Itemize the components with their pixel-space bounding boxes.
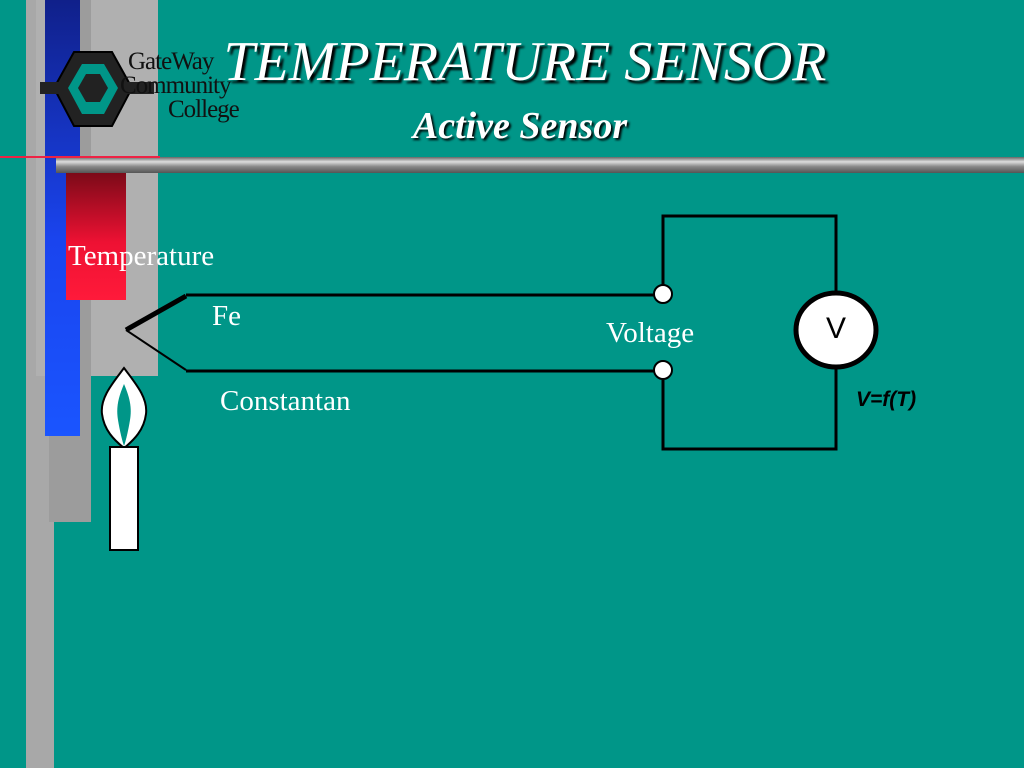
- formula-label: V=f(T): [856, 388, 917, 411]
- flame-core-icon: [117, 384, 131, 446]
- temperature-label: Temperature: [68, 240, 215, 272]
- meter-loop-bottom: [661, 366, 838, 451]
- terminal-bottom: [653, 360, 673, 380]
- terminal-top: [653, 284, 673, 304]
- meter-loop-top: [661, 214, 838, 292]
- header-divider: [56, 157, 1024, 173]
- logo-text: GateWay Community College: [120, 48, 270, 123]
- header-divider-red-line: [0, 156, 160, 158]
- page-title: TEMPERATURE SENSOR: [223, 31, 827, 93]
- logo-line-2: Community: [120, 72, 231, 99]
- page-subtitle: Active Sensor: [412, 105, 628, 147]
- constantan-junction-wire: [125, 329, 187, 371]
- voltmeter-icon: [793, 290, 879, 370]
- fe-label: Fe: [212, 300, 241, 332]
- red-block: [66, 172, 126, 300]
- voltmeter-label: V: [825, 312, 846, 345]
- college-logo: GateWay Community College: [34, 44, 264, 144]
- logo-line-1: GateWay: [128, 48, 214, 75]
- candle-icon: [109, 446, 139, 551]
- fe-junction-wire: [124, 293, 188, 333]
- logo-line-3: College: [168, 96, 240, 123]
- logo-mark-icon: [40, 51, 154, 127]
- voltage-label: Voltage: [606, 317, 695, 349]
- constantan-label: Constantan: [220, 385, 351, 417]
